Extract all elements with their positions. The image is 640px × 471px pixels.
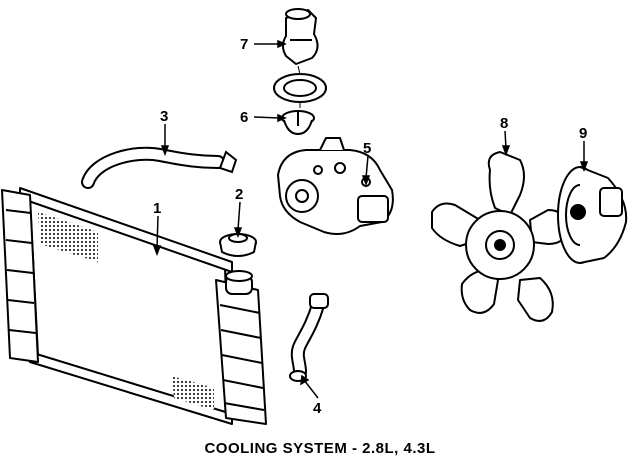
fan-blade <box>431 151 569 322</box>
diagram-caption: COOLING SYSTEM - 2.8L, 4.3L <box>204 440 436 457</box>
callout-5: 5 <box>363 140 371 157</box>
radiator-core-texture <box>38 212 98 262</box>
lower-radiator-hose <box>289 293 329 382</box>
callout-4: 4 <box>313 400 322 417</box>
thermostat-gasket <box>273 73 327 103</box>
callout-7: 7 <box>240 36 248 53</box>
callout-3: 3 <box>160 108 168 125</box>
radiator-core-texture <box>172 376 214 410</box>
radiator-cap <box>219 233 257 257</box>
thermostat <box>281 110 315 136</box>
water-pump <box>277 137 394 235</box>
callout-8: 8 <box>500 115 508 132</box>
callout-1: 1 <box>153 200 161 217</box>
callout-2: 2 <box>235 186 243 203</box>
part-guide-line <box>297 65 301 75</box>
fan-clutch <box>557 166 628 264</box>
callout-6: 6 <box>240 109 248 126</box>
callout-leaders <box>152 39 589 399</box>
thermostat-housing <box>282 8 319 65</box>
upper-radiator-hose <box>81 146 238 189</box>
callout-9: 9 <box>579 125 587 142</box>
